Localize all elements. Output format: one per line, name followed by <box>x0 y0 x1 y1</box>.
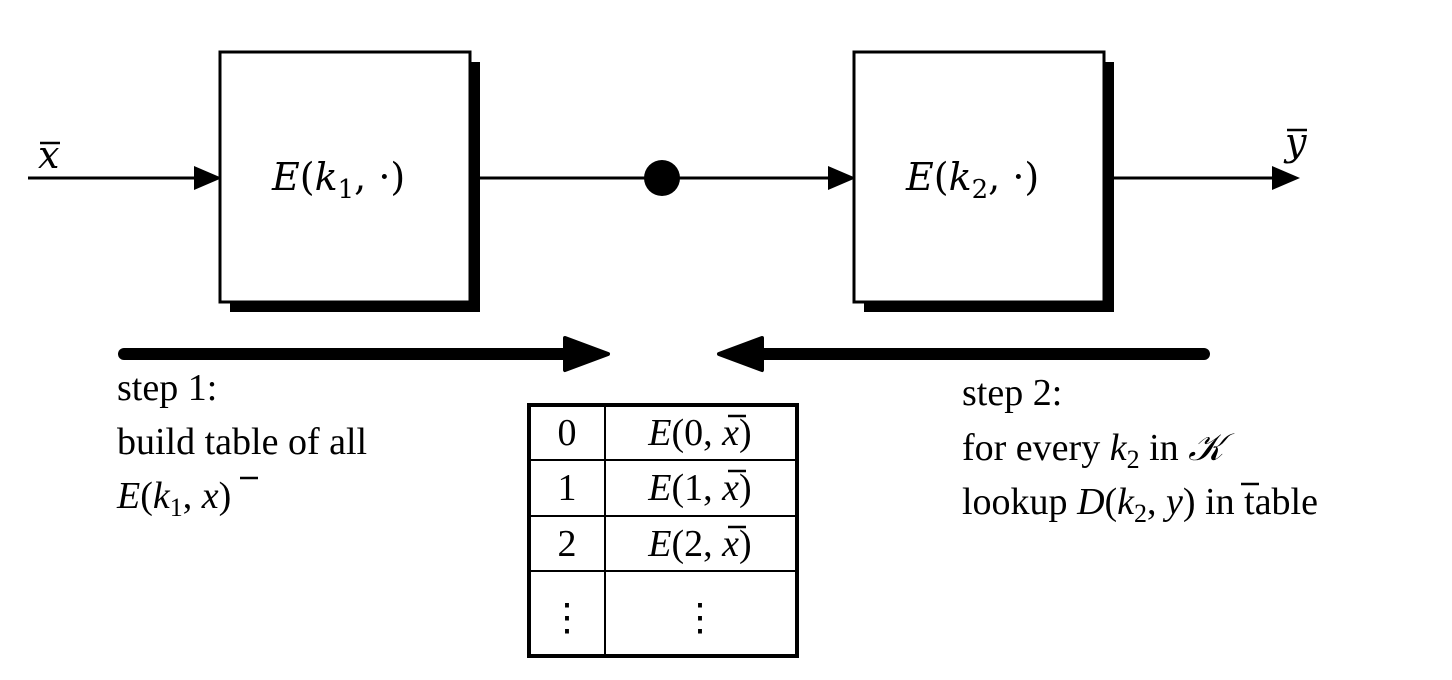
block-1-box <box>218 50 472 304</box>
meeting-point <box>644 160 680 196</box>
input-arrow <box>28 166 222 190</box>
table-border <box>527 403 799 658</box>
block-2-label: E(k2, ·) <box>905 155 1039 205</box>
block-2-box <box>852 50 1106 304</box>
step-2-arrow <box>717 336 1210 372</box>
lookup-table: 0 E(0, x) 1 E(1, x) 2 E(2, x) ⋮ ⋮ <box>527 403 799 658</box>
input-var: x <box>38 133 59 177</box>
step-1-text: step 1: build table of all E(k1, x) <box>116 367 367 522</box>
table-value-cell: E(0, x) <box>647 412 751 454</box>
step-2-lookup: lookup D(k2, y) in table <box>962 481 1318 528</box>
output-label: y <box>1283 120 1307 164</box>
step-2-description: for every k2 in 𝒦 <box>962 427 1235 474</box>
table-row: 2 E(2, x) <box>558 523 752 565</box>
output-arrow <box>1114 166 1300 190</box>
table-value-ellipsis: ⋮ <box>681 597 719 639</box>
table-value-cell: E(2, x) <box>647 523 751 565</box>
encryption-block-2: E(k2, ·) <box>852 50 1114 312</box>
middle-connection <box>480 160 856 196</box>
table-row: ⋮ ⋮ <box>548 597 719 639</box>
table-key-cell: 1 <box>558 467 577 509</box>
step-1-formula: E(k1, x) <box>116 475 231 522</box>
step-2-text: step 2: for every k2 in 𝒦 lookup D(k2, y… <box>962 372 1318 528</box>
block-1-label: E(k1, ·) <box>271 155 405 205</box>
table-key-cell: 2 <box>558 523 577 565</box>
table-key-ellipsis: ⋮ <box>548 597 586 639</box>
table-row: 0 E(0, x) <box>558 412 752 454</box>
encryption-block-1: E(k1, ·) <box>218 50 480 312</box>
step-1-title: step 1: <box>117 367 217 409</box>
table-key-cell: 0 <box>558 412 577 454</box>
step-2-title: step 2: <box>962 372 1062 414</box>
table-row: 1 E(1, x) <box>558 467 752 509</box>
input-label: x <box>38 133 60 177</box>
step-1-description: build table of all <box>117 421 367 463</box>
output-var: y <box>1283 120 1307 164</box>
step-1-arrow <box>118 336 610 372</box>
table-value-cell: E(1, x) <box>647 467 751 509</box>
